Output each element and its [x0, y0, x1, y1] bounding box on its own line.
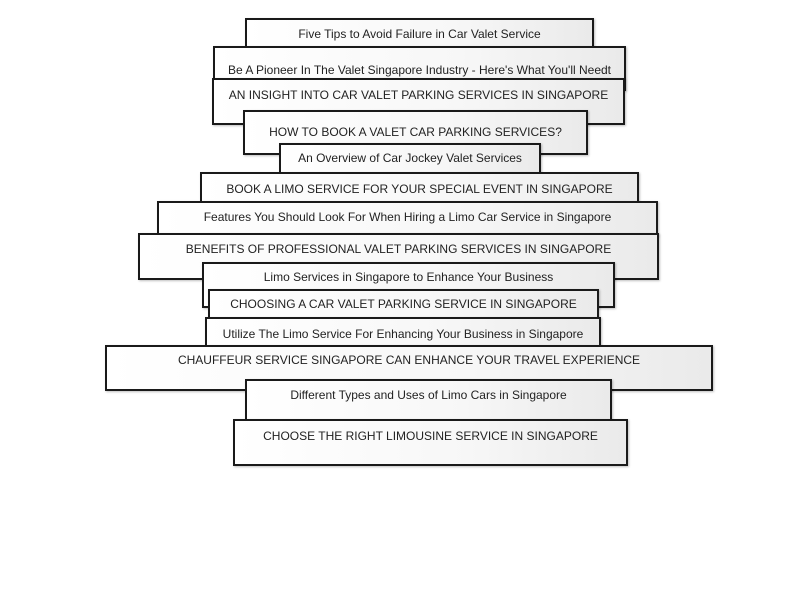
link-title: AN INSIGHT INTO CAR VALET PARKING SERVIC… — [228, 88, 609, 102]
link-card[interactable]: An Overview of Car Jockey Valet Services — [279, 143, 541, 175]
link-title: Utilize The Limo Service For Enhancing Y… — [222, 327, 584, 341]
link-title: CHOOSING A CAR VALET PARKING SERVICE IN … — [230, 297, 577, 311]
link-title: HOW TO BOOK A VALET CAR PARKING SERVICES… — [269, 125, 562, 139]
link-title: Different Types and Uses of Limo Cars in… — [290, 388, 567, 402]
link-title: Five Tips to Avoid Failure in Car Valet … — [298, 27, 541, 41]
link-card[interactable]: CHOOSE THE RIGHT LIMOUSINE SERVICE IN SI… — [233, 419, 628, 466]
link-title: CHAUFFEUR SERVICE SINGAPORE CAN ENHANCE … — [177, 353, 641, 367]
link-title: CHOOSE THE RIGHT LIMOUSINE SERVICE IN SI… — [263, 429, 598, 443]
link-title: Features You Should Look For When Hiring… — [203, 210, 612, 224]
link-card[interactable]: Features You Should Look For When Hiring… — [157, 201, 658, 237]
link-title: BENEFITS OF PROFESSIONAL VALET PARKING S… — [185, 242, 612, 256]
link-title: Be A Pioneer In The Valet Singapore Indu… — [227, 63, 612, 77]
link-title: An Overview of Car Jockey Valet Services — [298, 151, 522, 165]
link-card[interactable]: Five Tips to Avoid Failure in Car Valet … — [245, 18, 594, 48]
link-card[interactable]: Different Types and Uses of Limo Cars in… — [245, 379, 612, 422]
link-card[interactable]: CHOOSING A CAR VALET PARKING SERVICE IN … — [208, 289, 599, 319]
link-title: Limo Services in Singapore to Enhance Yo… — [263, 270, 554, 284]
link-card[interactable]: Utilize The Limo Service For Enhancing Y… — [205, 317, 601, 348]
link-title: BOOK A LIMO SERVICE FOR YOUR SPECIAL EVE… — [226, 182, 613, 196]
